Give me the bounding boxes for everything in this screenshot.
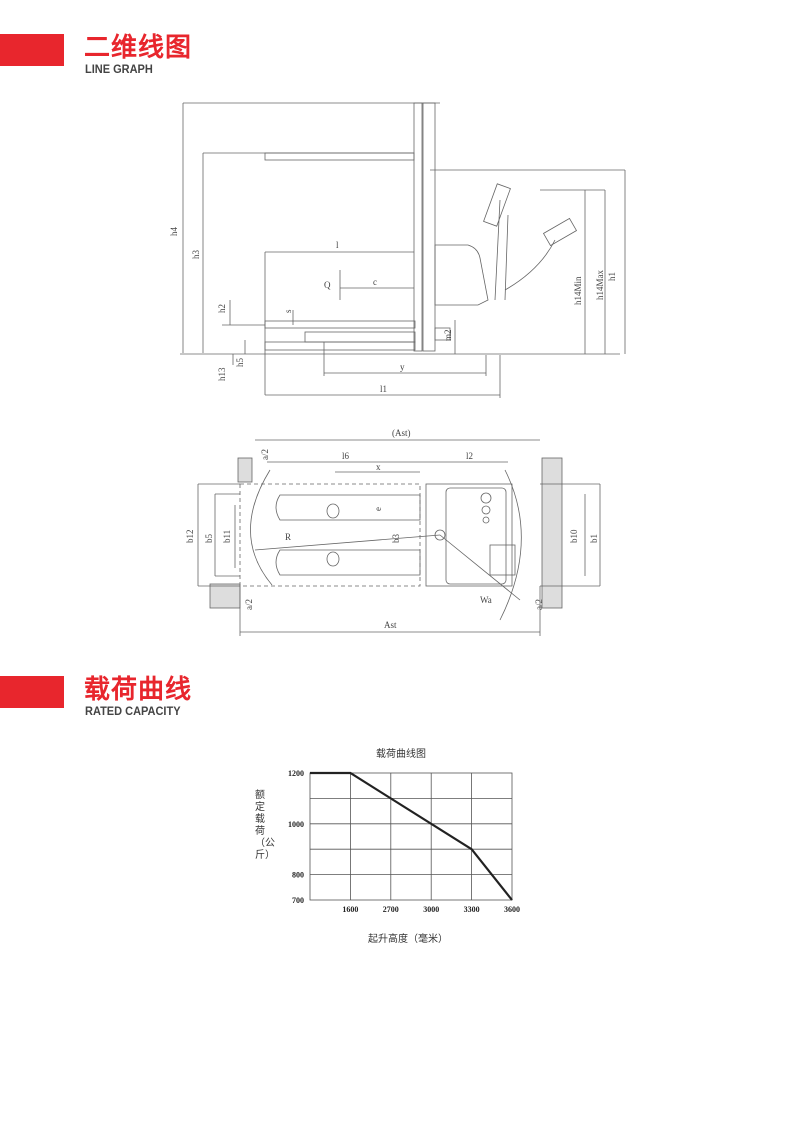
chart-x-label: 起升高度（毫米） bbox=[368, 934, 448, 945]
section-subtitle-rated-capacity: RATED CAPACITY bbox=[85, 705, 181, 719]
label-wa: Wa bbox=[480, 595, 492, 605]
y-tick-label: 1000 bbox=[288, 820, 304, 829]
x-tick-label: 3000 bbox=[423, 905, 439, 914]
label-b10: b10 bbox=[569, 529, 579, 543]
label-h5: h5 bbox=[235, 358, 245, 368]
label-ast-top: (Ast) bbox=[392, 428, 411, 438]
label-m2: m2 bbox=[443, 329, 453, 341]
label-l: l bbox=[336, 240, 339, 250]
x-tick-label: 1600 bbox=[342, 905, 358, 914]
label-l6: l6 bbox=[342, 451, 350, 461]
label-e: e bbox=[373, 507, 383, 511]
chart-title: 载荷曲线图 bbox=[376, 749, 426, 760]
label-y: y bbox=[400, 362, 405, 372]
x-tick-label: 2700 bbox=[383, 905, 399, 914]
label-l2: l2 bbox=[466, 451, 473, 461]
label-c: c bbox=[373, 277, 377, 287]
section-title-line-graph: 二维线图 bbox=[84, 33, 193, 63]
label-b1: b1 bbox=[589, 534, 599, 543]
label-a2-top: a/2 bbox=[260, 449, 270, 460]
y-tick-label: 1200 bbox=[288, 769, 304, 778]
label-h13: h13 bbox=[217, 367, 227, 381]
y-tick-label: 800 bbox=[292, 871, 304, 880]
label-b11: b11 bbox=[222, 530, 232, 543]
label-b3: b3 bbox=[391, 534, 401, 544]
section-title-rated-capacity: 载荷曲线 bbox=[84, 675, 193, 705]
label-r: R bbox=[285, 532, 291, 542]
label-ast-bottom: Ast bbox=[384, 620, 397, 630]
label-a2-left: a/2 bbox=[244, 599, 254, 610]
label-b5: b5 bbox=[204, 534, 214, 544]
label-h1: h1 bbox=[607, 272, 617, 281]
section-marker-rated-capacity bbox=[0, 676, 64, 708]
x-tick-label: 3600 bbox=[504, 905, 520, 914]
y-tick-label: 700 bbox=[292, 896, 304, 905]
chart-frame bbox=[309, 772, 513, 901]
label-q: Q bbox=[324, 280, 331, 290]
label-l1: l1 bbox=[380, 384, 387, 394]
label-h4: h4 bbox=[169, 227, 179, 237]
label-h3: h3 bbox=[191, 250, 201, 260]
capacity-line bbox=[310, 771, 513, 901]
label-h14max: h14Max bbox=[595, 270, 605, 300]
label-h14min: h14Min bbox=[573, 276, 583, 305]
section-subtitle-line-graph: LINE GRAPH bbox=[85, 63, 153, 77]
x-tick-label: 3300 bbox=[464, 905, 480, 914]
chart-y-label: 额定载荷（公斤） bbox=[255, 790, 275, 861]
label-a2-right: a/2 bbox=[534, 599, 544, 610]
label-x: x bbox=[376, 462, 381, 472]
section-marker-line-graph bbox=[0, 34, 64, 66]
label-s: s bbox=[283, 309, 293, 313]
label-h2: h2 bbox=[217, 304, 227, 313]
label-b12: b12 bbox=[185, 530, 195, 544]
